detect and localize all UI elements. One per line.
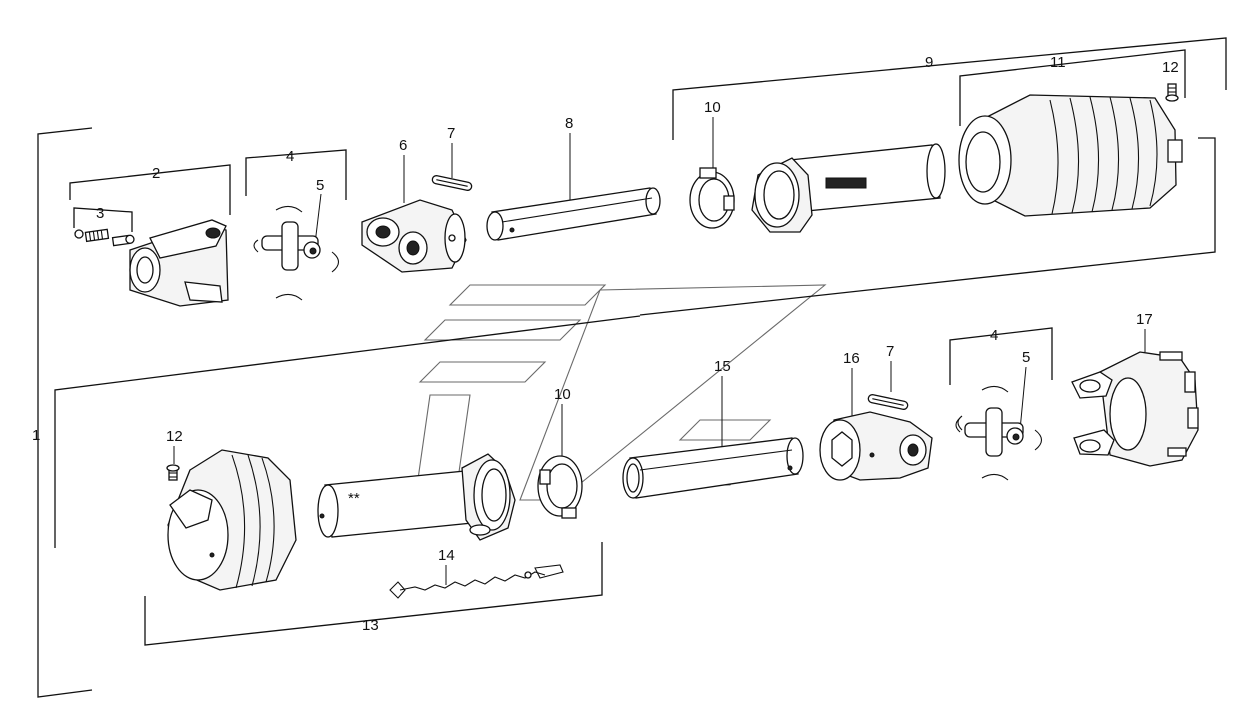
callout-7-lower: 7: [886, 343, 894, 360]
callout-9: 9: [925, 54, 933, 71]
outer-tube-part-15: [622, 437, 804, 499]
callout-10-lower: 10: [554, 386, 571, 403]
callout-5-upper: 5: [316, 177, 324, 194]
callout-4-upper: 4: [286, 148, 294, 165]
callout-2: 2: [152, 165, 160, 182]
cross-journal-upper: [253, 205, 340, 301]
upper-assembly-bracket: [639, 137, 1216, 316]
callout-3: 3: [96, 205, 104, 222]
side-mark: 1: [32, 427, 40, 444]
lock-pin-kit: [74, 228, 135, 247]
callout-6: 6: [399, 137, 407, 154]
callout-11: 11: [1050, 54, 1066, 71]
callout-15: 15: [714, 358, 731, 375]
guard-tube-part-9: [751, 143, 946, 233]
callout-12-upper: 12: [1162, 59, 1179, 76]
bracket-2: [69, 164, 231, 215]
screw-upper: [1165, 83, 1179, 102]
callout-14: 14: [438, 547, 455, 564]
circlip-lower-a: [955, 417, 961, 433]
outer-left-bracket: [37, 127, 93, 698]
roll-pin-upper: [431, 175, 473, 191]
inner-tube-part-8: [486, 187, 661, 241]
screw-lower: [166, 464, 180, 481]
bracket-9: [672, 37, 1227, 140]
callout-4-lower: 4: [990, 327, 998, 344]
bracket-11: [959, 49, 1186, 126]
bracket-4-lower: [949, 327, 1053, 385]
guard-bell-part-13: [167, 449, 297, 591]
bracket-3: [73, 207, 133, 232]
callout-13: 13: [362, 617, 379, 634]
callout-10-upper: 10: [704, 99, 721, 116]
callout-8: 8: [565, 115, 573, 132]
callout-12-lower: 12: [166, 428, 183, 445]
callout-17: 17: [1136, 311, 1153, 328]
cross-journal-lower: [957, 385, 1043, 481]
guard-cone-part-11: [958, 94, 1183, 217]
guard-tube-part-13: **: [317, 453, 516, 541]
callout-7-upper: 7: [447, 125, 455, 142]
safety-chain-part-14: [389, 564, 564, 599]
bracket-4-upper: [245, 149, 347, 200]
callout-16: 16: [843, 350, 860, 367]
lower-assembly-bracket: [54, 315, 641, 548]
leader-5-lower: [1019, 366, 1027, 431]
callout-5-lower: 5: [1022, 349, 1030, 366]
bearing-ring-lower: [537, 455, 583, 519]
yoke-part-2: [129, 219, 229, 307]
clutch-yoke-part-17: [1071, 351, 1199, 467]
double-asterisk-mark: **: [348, 490, 360, 507]
bearing-ring-upper: [689, 167, 735, 229]
roll-pin-lower: [867, 394, 909, 410]
bracket-13: [144, 542, 603, 646]
outer-yoke-part-16: [819, 411, 933, 481]
inner-yoke-part-6: [361, 199, 467, 273]
